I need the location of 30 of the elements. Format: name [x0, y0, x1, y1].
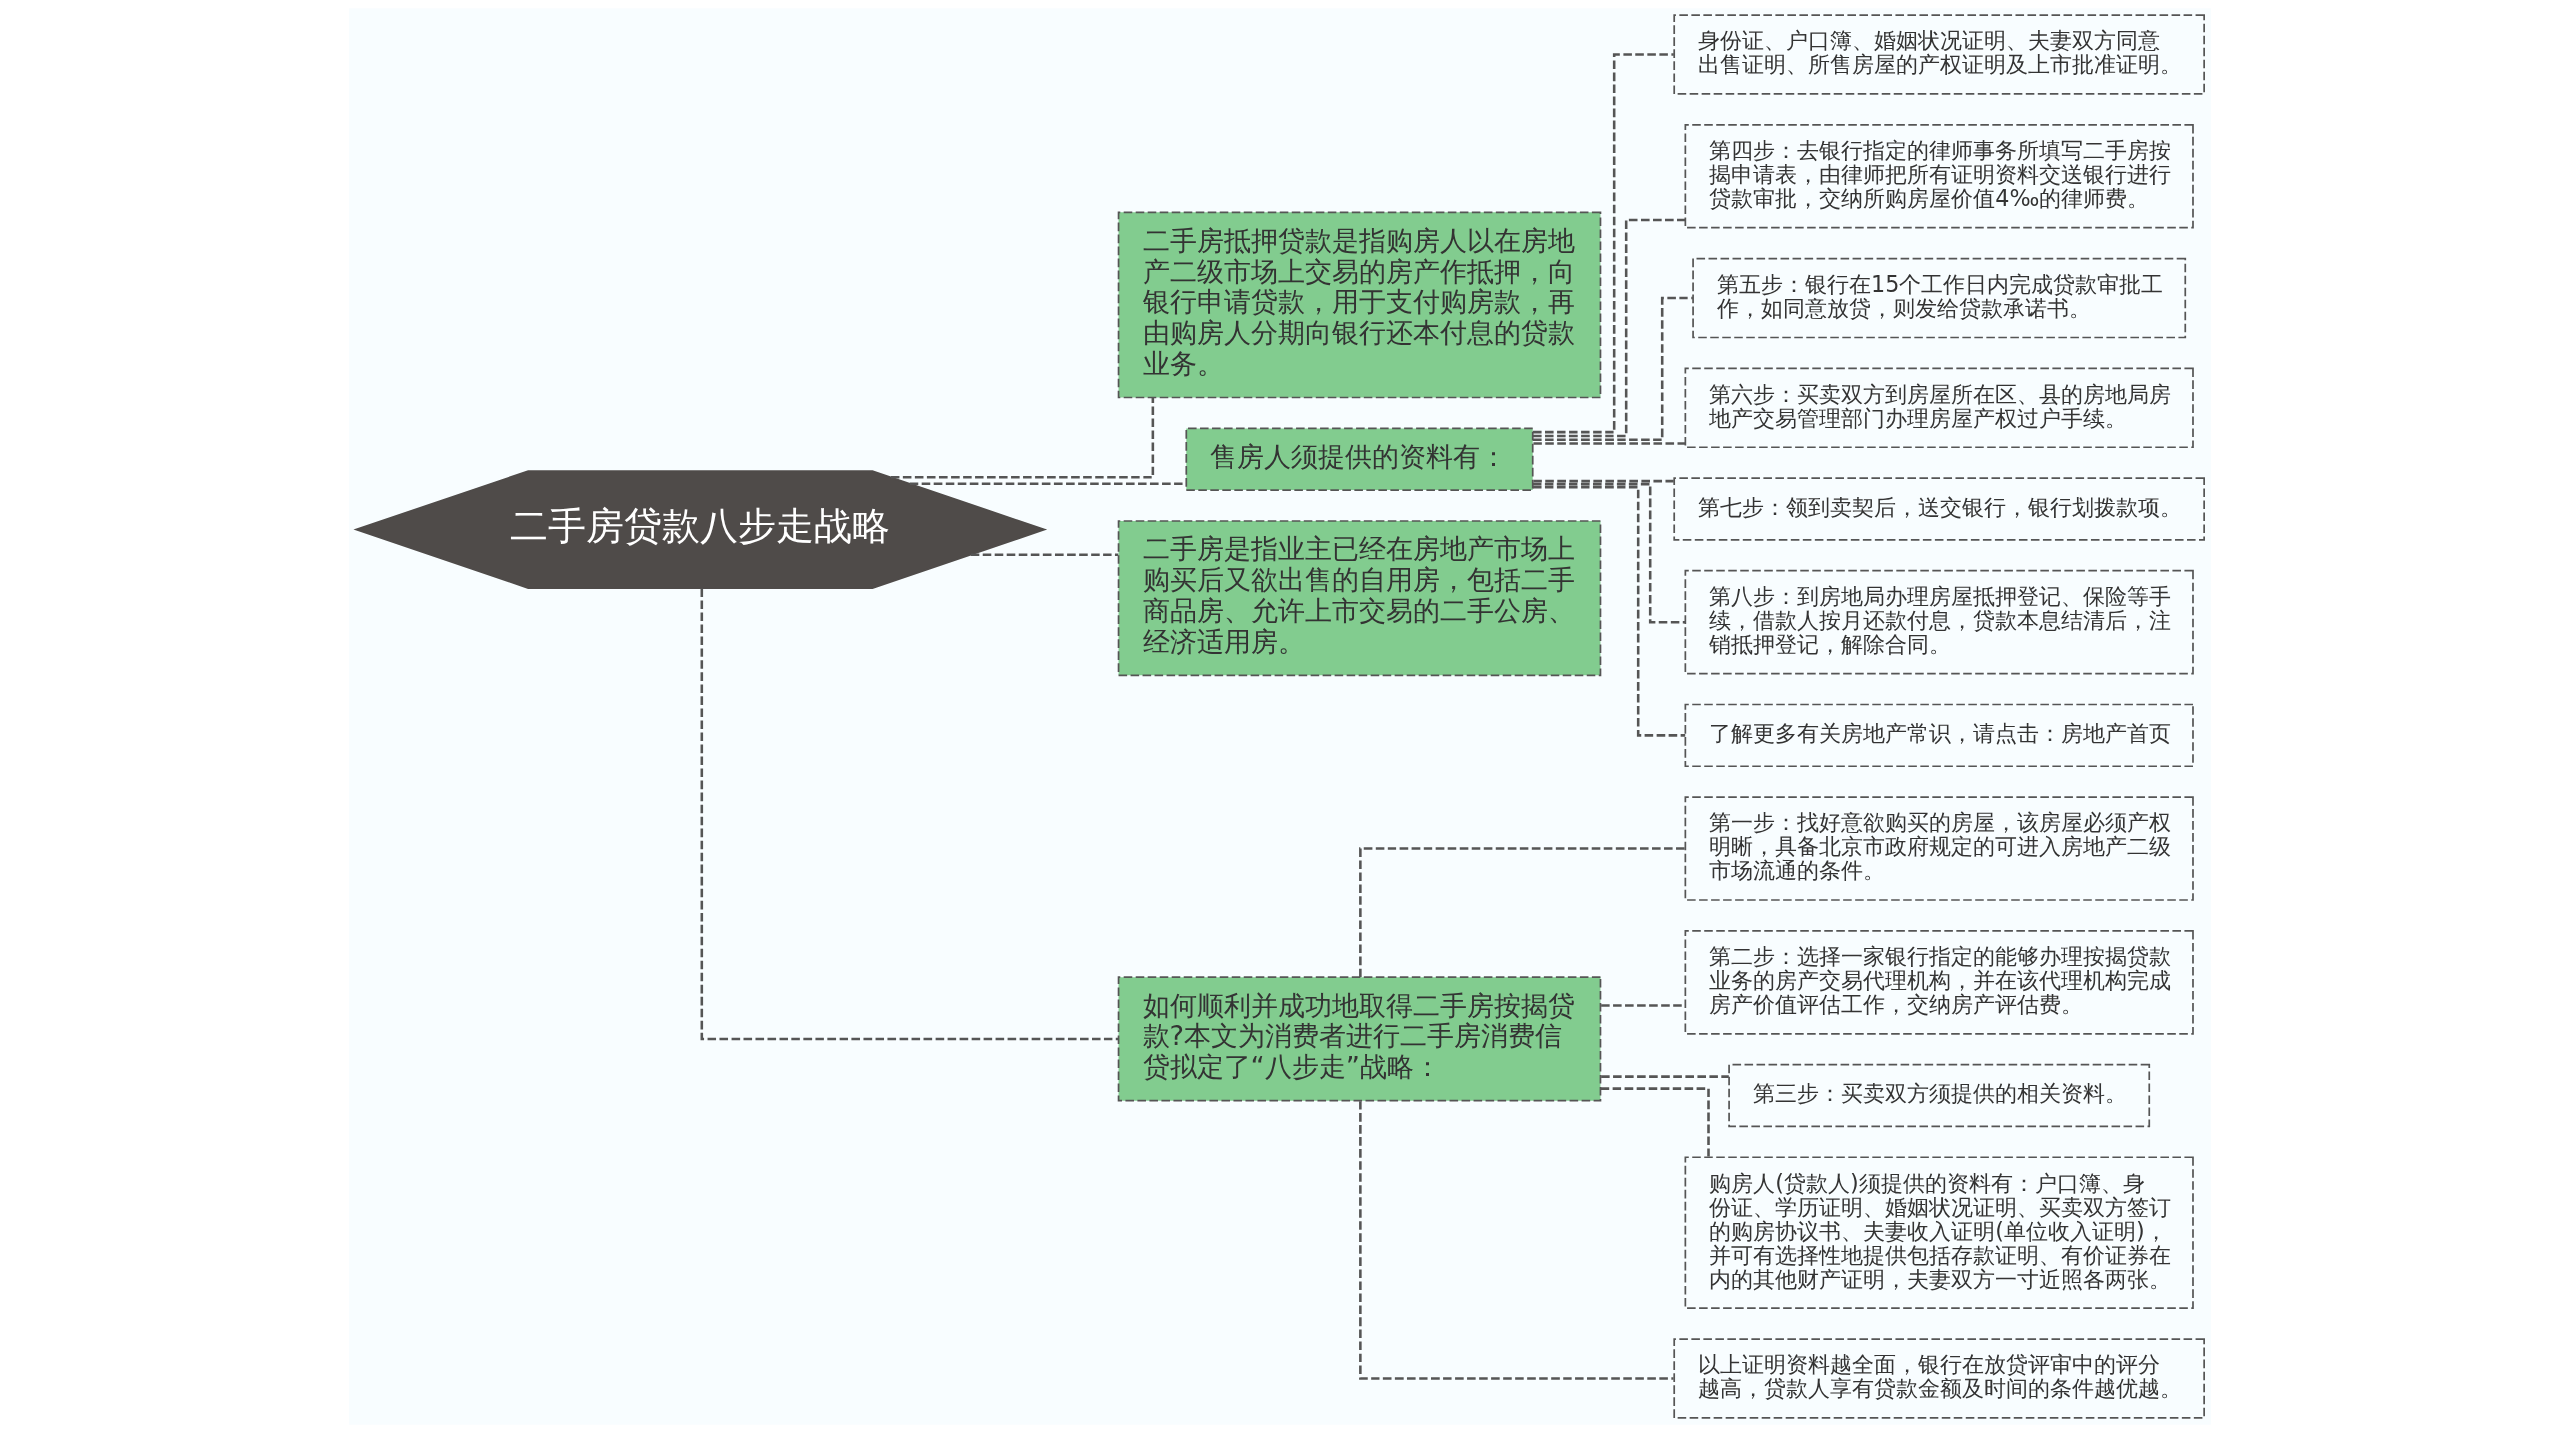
connector [700, 588, 1119, 1041]
connector [1359, 1101, 1674, 1380]
connector [1533, 479, 1674, 483]
node-box: 售房人须提供的资料有： [1185, 427, 1534, 491]
node-box: 第四步：去银行指定的律师事务所填写二手房按揭申请表，由律师把所有证明资料交送银行进行贷款审批，交纳所购房屋价值4‰的律师费。 [1684, 123, 2194, 229]
connector [1359, 847, 1686, 978]
node-box: 以上证明资料越全面，银行在放贷评审中的评分越高，贷款人享有贷款金额及时间的条件越优越。 [1673, 1338, 2205, 1419]
connector [1532, 482, 1686, 624]
node-box: 二手房是指业主已经在房地产市场上购买后又欲出售的自用房，包括二手商品房、允许上市交易的二手公房、经济适用房。 [1117, 520, 1602, 677]
node-box: 了解更多有关房地产常识，请点击：房地产首页 [1684, 703, 2194, 768]
node-box: 第七步：领到卖契后，送交银行，银行划拨款项。 [1673, 477, 2205, 541]
node-box: 第五步：银行在15个工作日内完成贷款审批工作，如同意放贷，则发给贷款承诺书。 [1692, 257, 2187, 339]
connector [970, 553, 1119, 556]
node-box: 如何顺利并成功地取得二手房按揭贷款?本文为消费者进行二手房消费信贷拟定了“八步走”战略： [1117, 976, 1602, 1102]
connector [890, 397, 1155, 479]
node-box: 身份证、户口簿、婚姻状况证明、夫妻双方同意出售证明、所售房屋的产权证明及上市批准证明。 [1673, 14, 2205, 95]
node-box: 第三步：买卖双方须提供的相关资料。 [1728, 1063, 2151, 1128]
node-box: 二手房抵押贷款是指购房人以在房地产二级市场上交易的房产作抵押，向银行申请贷款，用于支付购房款，再由购房人分期向银行还本付息的贷款业务。 [1117, 211, 1602, 399]
node-box: 第二步：选择一家银行指定的能够办理按揭贷款业务的房产交易代理机构，并在该代理机构完成房产价值评估工作，交纳房产评估费。 [1684, 930, 2194, 1035]
node-box: 购房人(贷款人)须提供的资料有：户口簿、身份证、学历证明、婚姻状况证明、买卖双方签订的购房协议书、夫妻收入证明(单位收入证明)，并可有选择性地提供包括存款证明、有价证券在内的其他财产证明，夫妻双方一寸近照各两张。 [1684, 1156, 2194, 1310]
node-box: 第六步：买卖双方到房屋所在区、县的房地局房地产交易管理部门办理房屋产权过户手续。 [1684, 367, 2194, 449]
connector [1601, 1075, 1729, 1078]
connector [1532, 218, 1686, 438]
connector [1533, 442, 1685, 445]
node-box: 第一步：找好意欲购买的房屋，该房屋必须产权明晰，具备北京市政府规定的可进入房地产二级市场流通的条件。 [1684, 796, 2194, 901]
connector [1600, 1087, 1710, 1157]
connector [1532, 53, 1674, 434]
node-box: 第八步：到房地局办理房屋抵押登记、保险等手续，借款人按月还款付息，贷款本息结清后，注销抵押登记，解除合同。 [1684, 569, 2194, 675]
connector [1532, 485, 1686, 737]
connector [909, 482, 1186, 485]
